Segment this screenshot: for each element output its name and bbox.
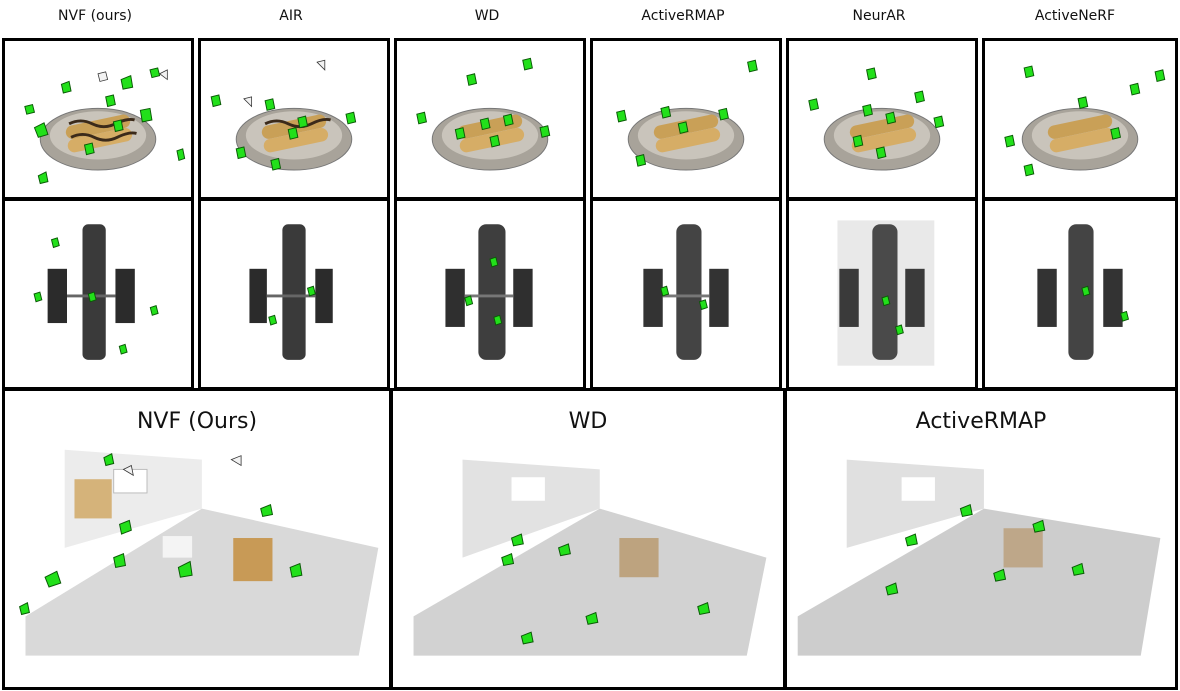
column-header-neurar: NeurAR [852, 8, 906, 24]
hotdog-neurar-render [786, 38, 978, 200]
hubble-neurar-render [786, 198, 978, 390]
hubble-activenerf-render [982, 198, 1178, 390]
room-activermap-render: ActiveRMAP [784, 388, 1178, 690]
hubble-wd-render [394, 198, 586, 390]
hubble-activermap-render [590, 198, 782, 390]
room-wd-render: WD [390, 388, 786, 690]
column-header-nvf: NVF (ours) [58, 8, 132, 24]
bottom-title-wd: WD [568, 409, 608, 434]
hotdog-air-render [198, 38, 390, 200]
bottom-title-nvf: NVF (Ours) [136, 409, 258, 434]
hotdog-activermap-render [590, 38, 782, 200]
column-header-activenerf: ActiveNeRF [1034, 8, 1116, 24]
hubble-air-render [198, 198, 390, 390]
hotdog-nvf-render [2, 38, 194, 200]
hotdog-wd-render [394, 38, 586, 200]
column-header-activermap: ActiveRMAP [641, 8, 725, 24]
bottom-title-activermap: ActiveRMAP [915, 409, 1047, 434]
room-nvf-render: NVF (Ours) [2, 388, 392, 690]
column-header-air: AIR [279, 8, 303, 24]
hubble-nvf-render [2, 198, 194, 390]
hotdog-activenerf-render [982, 38, 1178, 200]
column-header-wd: WD [474, 8, 500, 24]
